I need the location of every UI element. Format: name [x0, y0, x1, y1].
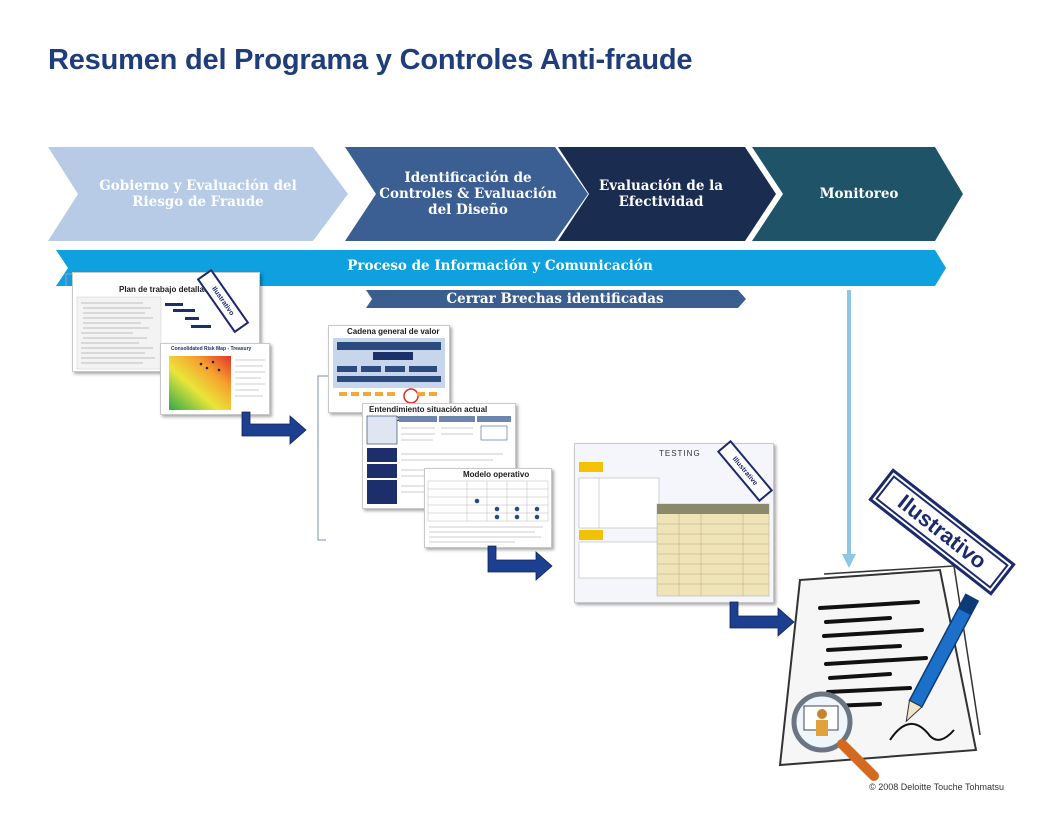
phase-2-label[interactable]: Identificación de Controles & Evaluación… [379, 170, 557, 218]
gap-band-label: Cerrar Brechas identificadas [446, 291, 664, 307]
phase-1-shape [48, 147, 348, 241]
copyright-notice: © 2008 Deloitte Touche Tohmatsu [869, 782, 1004, 792]
plan-title: Plan de trabajo detallado [119, 285, 214, 294]
testing-thumbnail: TESTING [574, 443, 774, 603]
value-chain-title: Cadena general de valor [347, 327, 440, 336]
info-band-shape [56, 250, 946, 286]
heatmap-title: Consolidated Risk Map - Treasury [171, 346, 252, 352]
phase-3-label[interactable]: Evaluación de la Efectividad [598, 178, 724, 210]
phase-2-shape [345, 147, 588, 241]
phase-4-shape [752, 147, 963, 241]
model-title: Modelo operativo [463, 470, 530, 479]
heatmap-thumbnail: Consolidated Risk Map - Treasury [160, 343, 270, 415]
page-title: Resumen del Programa y Controles Anti-fr… [48, 44, 693, 76]
testing-title: TESTING [659, 449, 701, 458]
phase-4-label[interactable]: Monitoreo [819, 186, 899, 202]
model-thumbnail: Modelo operativo [424, 468, 552, 548]
value-chain-thumbnail: Cadena general de valor [328, 325, 450, 413]
phase-chevrons [48, 147, 963, 308]
phase-3-shape [558, 147, 776, 241]
signed-document-illustration [778, 565, 981, 781]
gap-band-shape [366, 290, 746, 308]
phase-1-label[interactable]: Gobierno y Evaluación del Riesgo de Frau… [99, 178, 297, 210]
info-band-label: Proceso de Información y Comunicación [347, 258, 653, 274]
